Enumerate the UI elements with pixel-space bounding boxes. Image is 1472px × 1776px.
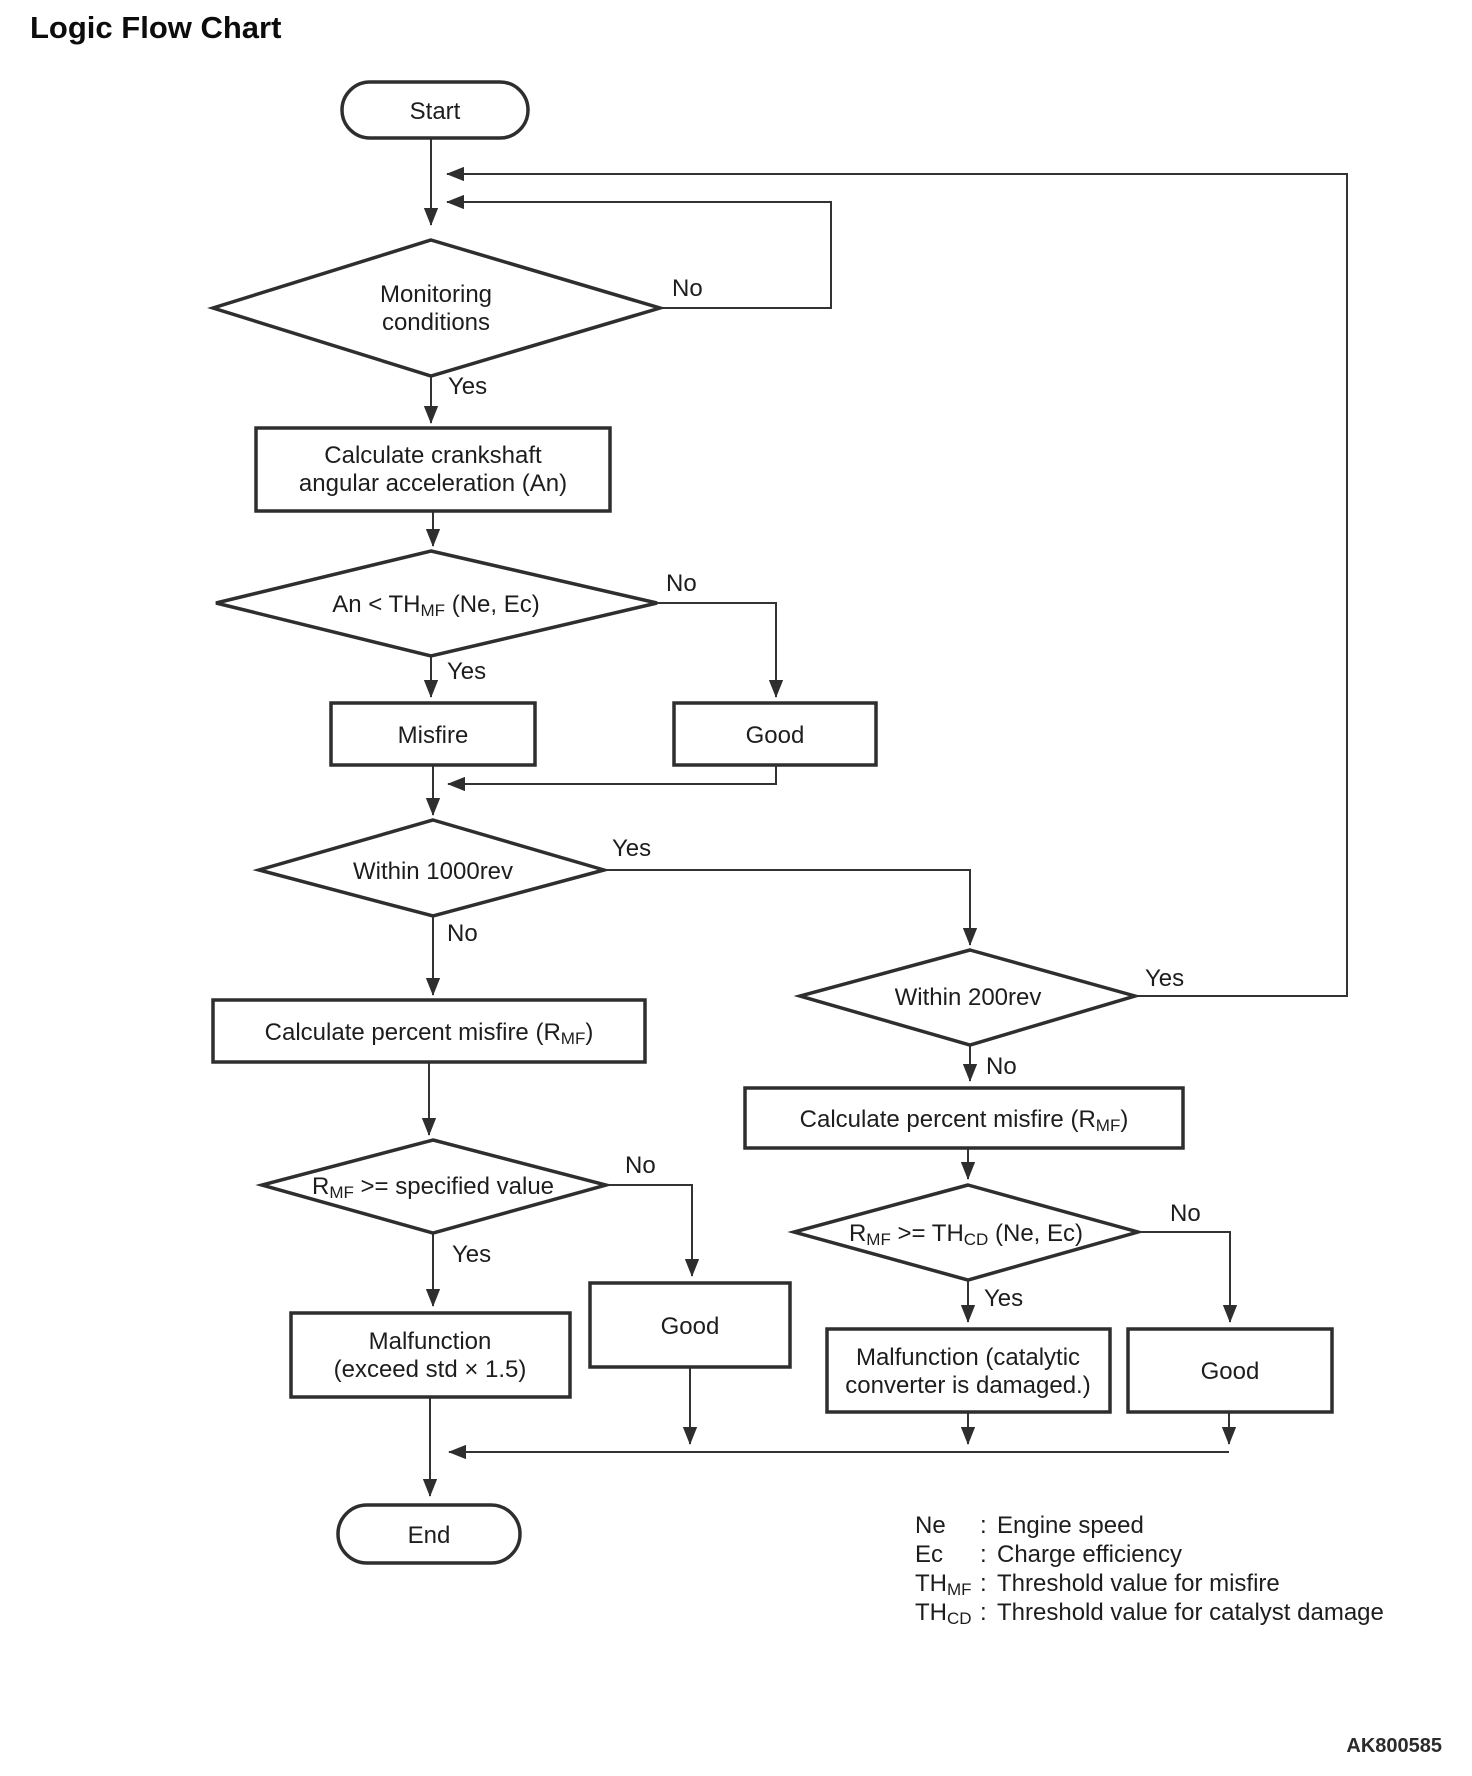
branch-label-within1000-yes: Yes <box>612 835 651 862</box>
calc-percent-right-process-shape <box>743 1086 1185 1150</box>
good1-label: Good <box>746 722 805 749</box>
rmf-thcd-decision-shape <box>787 1183 1145 1282</box>
monitoring-label-line1: Monitoring <box>380 281 492 308</box>
node-calc-percent-misfire-left: Calculate percent misfire (RMF) <box>211 998 647 1064</box>
rmf-thcd-label: RMF >= THCD (Ne, Ec) <box>849 1220 1083 1249</box>
node-good-thcd-no: Good <box>1126 1327 1334 1414</box>
malfunction-right-process-shape <box>825 1327 1112 1414</box>
calc-percent-left-process-shape <box>211 998 647 1064</box>
edge-good1-merge <box>447 765 777 792</box>
monitoring-decision-shape <box>207 238 667 378</box>
malfunction-right-label-line1: Malfunction (catalytic <box>856 1344 1080 1371</box>
malfunction-right-label-line2: converter is damaged.) <box>845 1372 1090 1399</box>
node-calc-percent-misfire-right: Calculate percent misfire (RMF) <box>743 1086 1185 1150</box>
good3-process-shape <box>1126 1327 1334 1414</box>
legend-row-thcd: THCD:Threshold value for catalyst damage <box>915 1599 1384 1628</box>
branch-label-an-no: No <box>666 570 697 597</box>
legend-row-thmf: THMF:Threshold value for misfire <box>915 1570 1280 1599</box>
good3-label: Good <box>1201 1358 1260 1385</box>
edge-within200rev-yes-loop <box>446 166 1348 997</box>
branch-label-an-yes: Yes <box>447 658 486 685</box>
page-title: Logic Flow Chart <box>30 10 281 45</box>
malfunction-left-label-line1: Malfunction <box>369 1328 492 1355</box>
node-misfire: Misfire <box>329 701 537 767</box>
branch-label-within200-yes: Yes <box>1145 965 1184 992</box>
good2-process-shape <box>588 1281 792 1369</box>
within1000-decision-shape <box>252 818 611 918</box>
misfire-process-shape <box>329 701 537 767</box>
good1-process-shape <box>672 701 878 767</box>
legend-row-ne: Ne:Engine speed <box>915 1512 1144 1539</box>
edge-an-no <box>657 602 784 698</box>
calc-crankshaft-process-shape <box>254 426 612 513</box>
branch-label-monitoring-no: No <box>672 275 703 302</box>
end-terminal-shape <box>336 1503 522 1565</box>
edge-rmfspec-no <box>606 1184 700 1277</box>
end-label: End <box>408 1522 451 1549</box>
branch-label-monitoring-yes: Yes <box>448 373 487 400</box>
calc-crankshaft-label-line2: angular acceleration (An) <box>299 470 567 497</box>
node-end: End <box>336 1503 522 1565</box>
within200-label: Within 200rev <box>895 984 1042 1011</box>
calc-crankshaft-label-line1: Calculate crankshaft <box>324 442 542 469</box>
node-an-threshold: An < THMF (Ne, Ec) <box>215 549 658 658</box>
node-start: Start <box>340 80 530 140</box>
an-threshold-label: An < THMF (Ne, Ec) <box>332 591 540 620</box>
edge-monitoring-no-loop <box>446 194 832 309</box>
node-malfunction-exceed: Malfunction (exceed std × 1.5) <box>289 1311 572 1399</box>
start-label: Start <box>410 98 461 125</box>
calc-percent-right-label: Calculate percent misfire (RMF) <box>800 1106 1129 1135</box>
branch-label-rmfthcd-no: No <box>1170 1200 1201 1227</box>
branch-label-within1000-no: No <box>447 920 478 947</box>
node-within-1000rev: Within 1000rev <box>252 818 611 918</box>
node-rmf-thcd: RMF >= THCD (Ne, Ec) <box>787 1183 1145 1282</box>
branch-label-rmfspec-yes: Yes <box>452 1241 491 1268</box>
an-threshold-decision-shape <box>215 549 658 658</box>
edge-rmfthcd-no <box>1138 1231 1238 1323</box>
branch-label-rmfspec-no: No <box>625 1152 656 1179</box>
figure-code: AK800585 <box>1346 1735 1442 1757</box>
rmf-specified-decision-shape <box>255 1138 613 1235</box>
branch-label-rmfthcd-yes: Yes <box>984 1285 1023 1312</box>
start-terminal-shape <box>340 80 530 140</box>
misfire-label: Misfire <box>398 722 469 749</box>
good2-label: Good <box>661 1313 720 1340</box>
node-good-spec-no: Good <box>588 1281 792 1369</box>
node-calc-crankshaft: Calculate crankshaft angular acceleratio… <box>254 426 612 513</box>
edge-within1000-yes <box>604 869 978 946</box>
malfunction-left-label-line2: (exceed std × 1.5) <box>334 1356 527 1383</box>
node-within-200rev: Within 200rev <box>793 948 1142 1047</box>
within200-decision-shape <box>793 948 1142 1047</box>
node-monitoring-conditions: Monitoring conditions <box>207 238 667 378</box>
node-rmf-specified: RMF >= specified value <box>255 1138 613 1235</box>
node-good-an-no: Good <box>672 701 878 767</box>
branch-label-within200-no: No <box>986 1053 1017 1080</box>
legend: Ne:Engine speed Ec:Charge efficiency THM… <box>915 1512 1384 1628</box>
monitoring-label-line2: conditions <box>382 309 490 336</box>
rmf-specified-label: RMF >= specified value <box>312 1173 554 1202</box>
within1000-label: Within 1000rev <box>353 858 513 885</box>
legend-row-ec: Ec:Charge efficiency <box>915 1541 1182 1568</box>
calc-percent-left-label: Calculate percent misfire (RMF) <box>265 1019 594 1048</box>
node-malfunction-catalytic: Malfunction (catalytic converter is dama… <box>825 1327 1112 1414</box>
malfunction-left-process-shape <box>289 1311 572 1399</box>
